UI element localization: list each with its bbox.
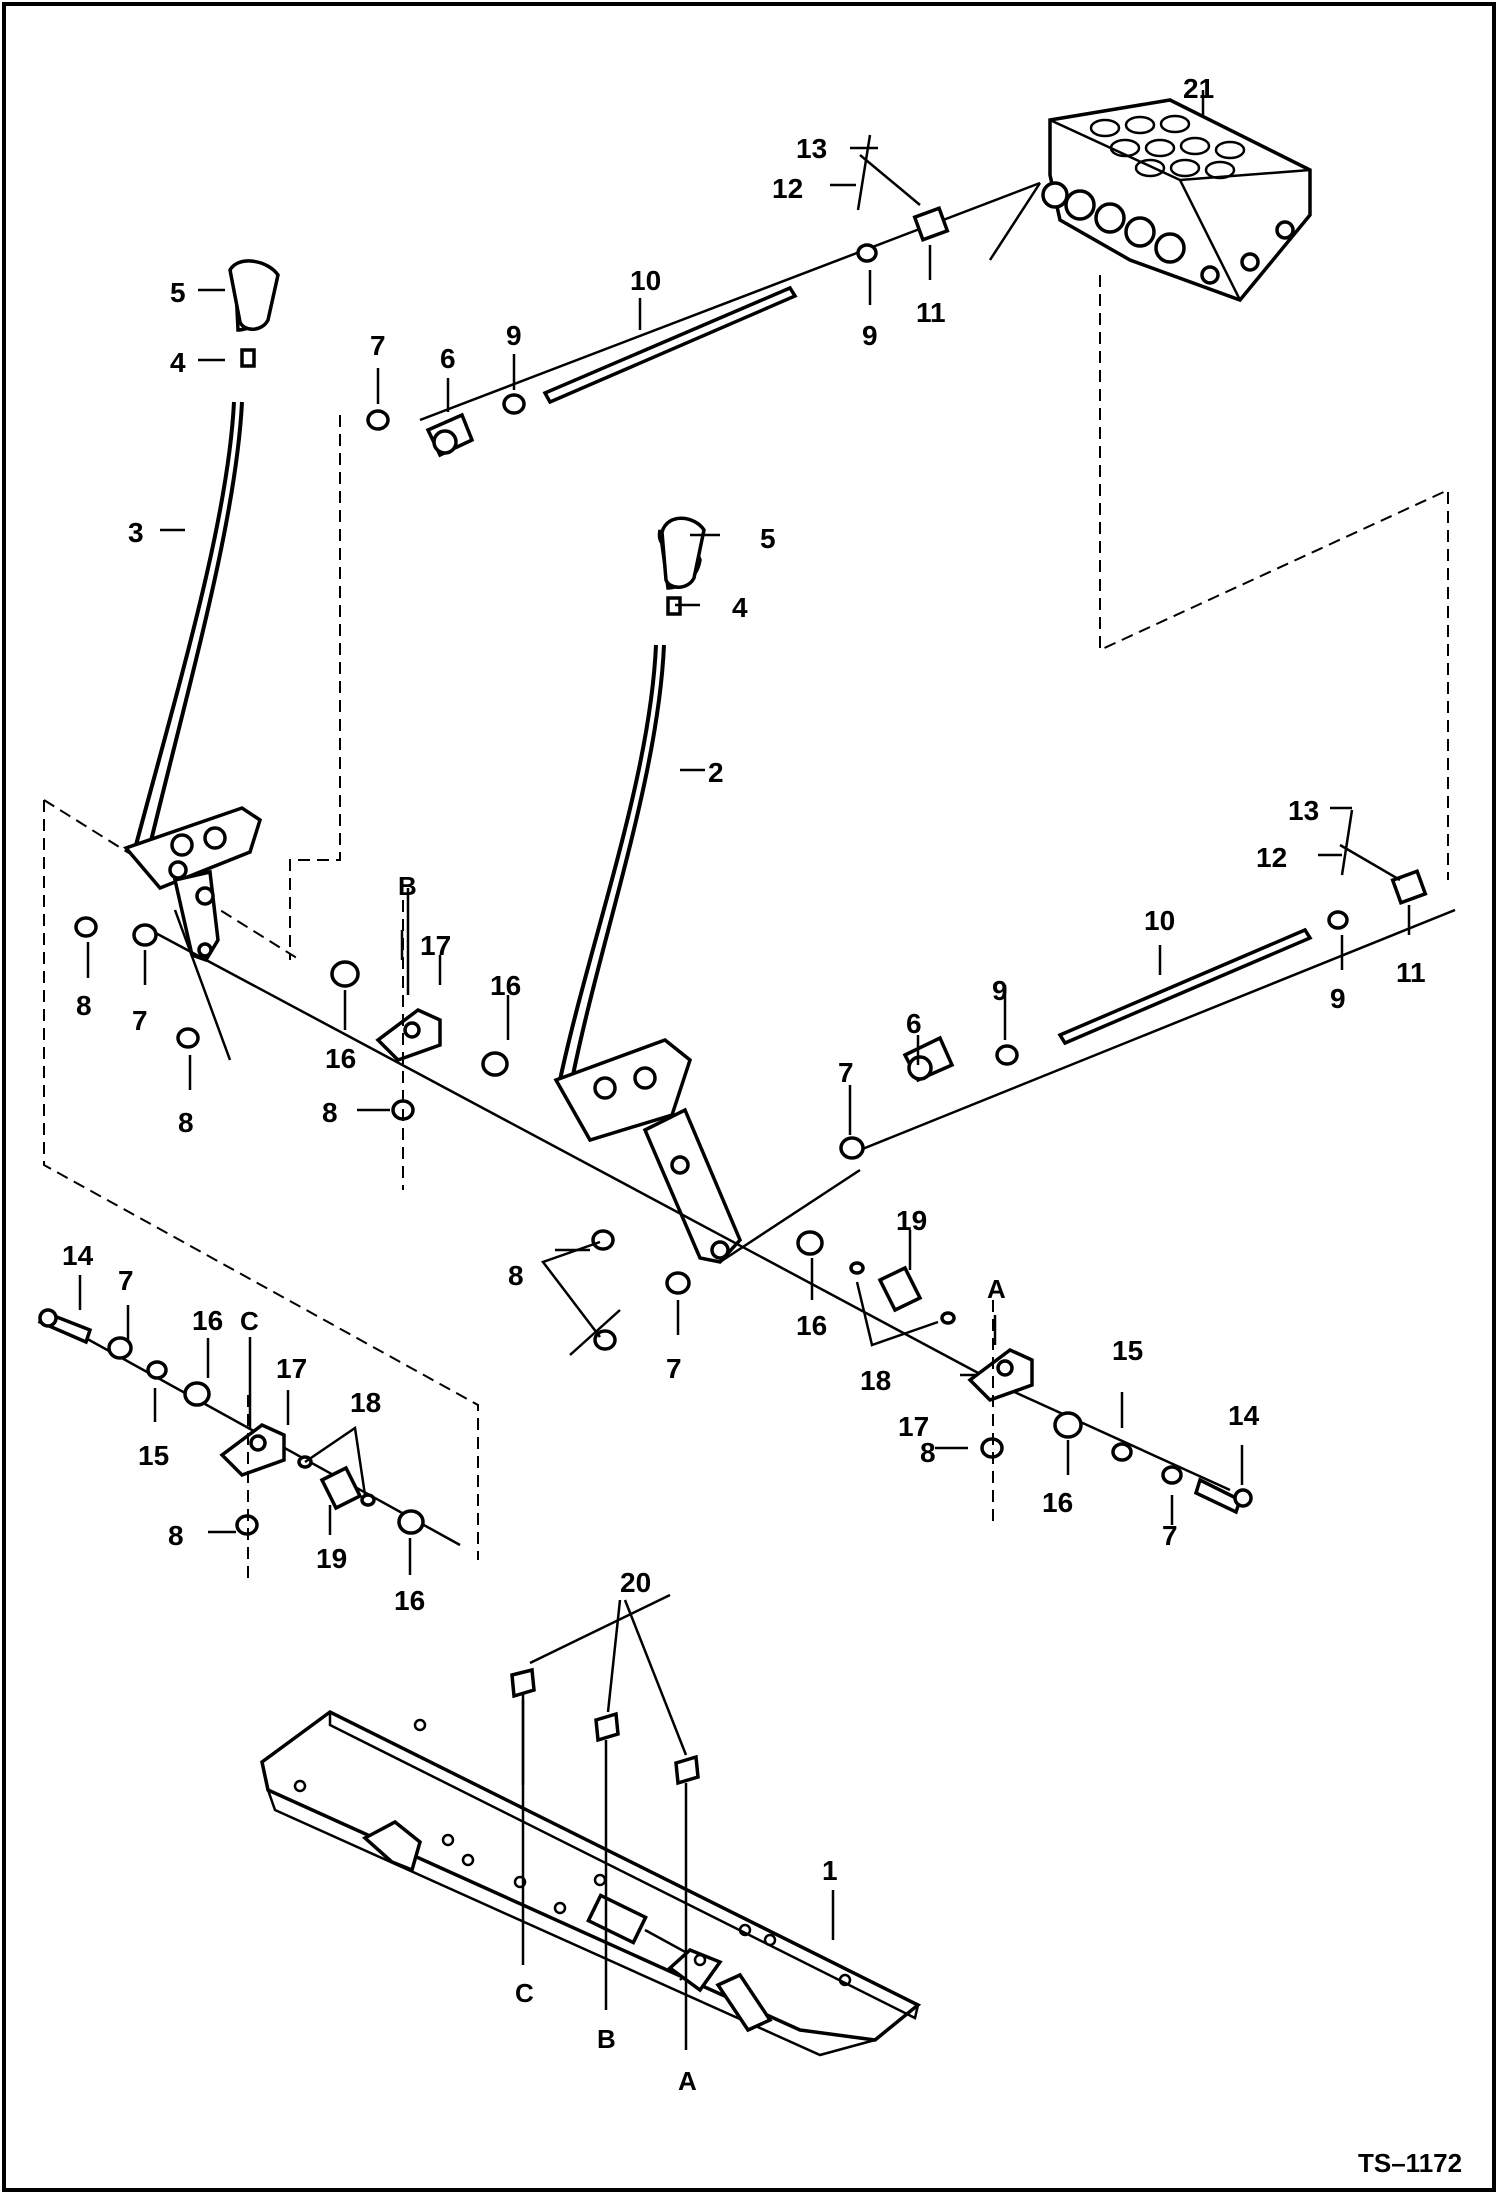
mount-tag-a-top: A (987, 1274, 1006, 1304)
callout-18: 18 (860, 1365, 891, 1396)
callout-8: 8 (508, 1260, 524, 1291)
callout-18: 18 (350, 1387, 381, 1418)
left-control-lever (123, 259, 280, 1061)
plate-bolts (510, 1593, 700, 2050)
callout-10: 10 (630, 265, 661, 296)
callout-8: 8 (76, 990, 92, 1021)
assembly-outline-left (43, 415, 479, 1560)
callout-6: 6 (440, 343, 456, 374)
callout-16: 16 (490, 970, 521, 1001)
callout-7: 7 (666, 1353, 682, 1384)
center-control-lever (553, 516, 743, 1264)
leader-lines (78, 90, 1411, 1940)
callout-11: 11 (1396, 957, 1426, 988)
mounting-plate (260, 1709, 922, 2057)
callout-12: 12 (772, 173, 803, 204)
callout-8: 8 (178, 1107, 194, 1138)
callout-16: 16 (394, 1585, 425, 1616)
callout-16: 16 (192, 1305, 223, 1336)
callout-2: 2 (708, 757, 724, 788)
callout-12: 12 (1256, 842, 1287, 873)
mount-tags: B A C C B A (240, 871, 1006, 2096)
callout-16: 16 (796, 1310, 827, 1341)
callout-9: 9 (992, 975, 1008, 1006)
mount-tag-c-top: C (240, 1306, 259, 1336)
callout-6: 6 (906, 1008, 922, 1039)
callout-16: 16 (1042, 1487, 1073, 1518)
callout-17: 17 (420, 930, 451, 961)
assembly-outline-right (1099, 275, 1449, 880)
callout-7: 7 (838, 1057, 854, 1088)
upper-linkage-rod (366, 134, 1042, 458)
callout-9: 9 (506, 320, 522, 351)
callout-7: 7 (1162, 1520, 1178, 1551)
lower-linkage-rod (839, 809, 1456, 1160)
callout-19: 19 (896, 1205, 927, 1236)
callout-7: 7 (370, 330, 386, 361)
callout-9: 9 (1330, 983, 1346, 1014)
callout-8: 8 (322, 1097, 338, 1128)
center-lever-hardware (591, 1229, 1253, 1525)
callout-13: 13 (1288, 795, 1319, 826)
callout-19: 19 (316, 1543, 347, 1574)
callout-labels: 21 13 12 5 4 10 7 6 9 9 11 3 5 4 2 13 12… (62, 73, 1426, 1886)
callout-3: 3 (128, 517, 144, 548)
callout-5: 5 (760, 523, 776, 554)
callout-14: 14 (1228, 1400, 1260, 1431)
callout-17: 17 (276, 1353, 307, 1384)
callout-17: 17 (898, 1411, 929, 1442)
callout-5: 5 (170, 277, 186, 308)
callout-8: 8 (920, 1437, 936, 1468)
callout-15: 15 (1112, 1335, 1143, 1366)
callout-4: 4 (732, 592, 748, 623)
callout-15: 15 (138, 1440, 169, 1471)
callout-16: 16 (325, 1043, 356, 1074)
left-pivot-hardware (74, 900, 509, 1190)
callout-14: 14 (62, 1240, 94, 1271)
mount-tag-a-bottom: A (678, 2066, 697, 2096)
callout-20: 20 (620, 1567, 651, 1598)
callout-7: 7 (132, 1005, 148, 1036)
control-valve (1041, 98, 1312, 303)
callout-11: 11 (916, 297, 946, 328)
mount-tag-c-bottom: C (515, 1978, 534, 2008)
callout-7: 7 (118, 1265, 134, 1296)
mount-tag-b-top: B (398, 871, 417, 901)
callout-9: 9 (862, 320, 878, 351)
callout-10: 10 (1144, 905, 1175, 936)
mount-tag-b-bottom: B (597, 2024, 616, 2054)
pivot-shaft-line (149, 928, 1231, 1492)
callout-4: 4 (170, 347, 186, 378)
callout-8: 8 (168, 1520, 184, 1551)
left-mount-assembly (37, 1308, 461, 1580)
callout-13: 13 (796, 133, 827, 164)
callout-21: 21 (1183, 73, 1214, 104)
callout-1: 1 (822, 1855, 838, 1886)
drawing-id: TS–1172 (1358, 2148, 1462, 2178)
